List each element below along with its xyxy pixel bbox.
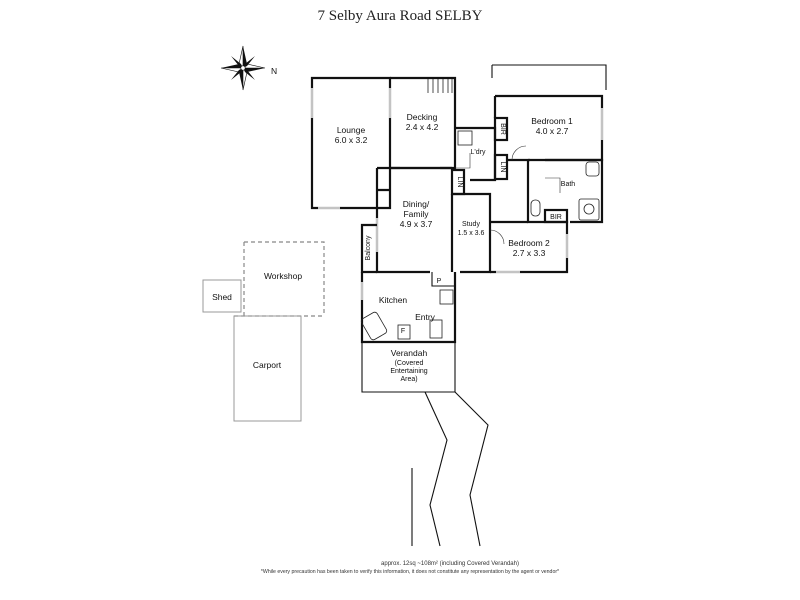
fridge-label: F (401, 328, 405, 335)
entry-label: Entry (415, 312, 436, 322)
room-laundry: L'dry (455, 126, 497, 182)
room-carport: Carport (233, 315, 302, 422)
verandah-label-line2: (Covered (395, 360, 424, 367)
bath-label: Bath (561, 181, 576, 188)
driveway-path (411, 391, 489, 547)
shed-label: Shed (212, 292, 232, 302)
room-study: Study 1.5 x 3.6 (452, 192, 492, 274)
bedroom2-label: Bedroom 2 (508, 238, 550, 248)
room-dining-family: Dining/ Family 4.9 x 3.7 (375, 166, 454, 274)
lin1-label: LIN (499, 162, 506, 173)
decking-label: Decking (407, 112, 438, 122)
bedroom1-label: Bedroom 1 (531, 116, 573, 126)
bedroom2-size: 2.7 x 3.3 (513, 248, 546, 258)
room-bir-1: BIR (493, 116, 509, 142)
dining-size: 4.9 x 3.7 (400, 219, 433, 229)
carport-label: Carport (253, 360, 282, 370)
room-lin-2: LIN (450, 168, 466, 196)
lin2-label: LIN (456, 177, 463, 188)
lounge-size: 6.0 x 3.2 (335, 135, 368, 145)
room-bedroom-2: Bedroom 2 2.7 x 3.3 (489, 220, 569, 274)
lounge-label: Lounge (337, 125, 366, 135)
room-kitchen: P Kitchen F Entry (360, 272, 457, 344)
area-note: approx. 12sq ~108m² (including Covered V… (381, 561, 519, 567)
room-verandah: Verandah (Covered Entertaining Area) (361, 342, 456, 393)
study-size: 1.5 x 3.6 (458, 230, 485, 237)
bir1-label: BIR (499, 123, 506, 135)
compass-rose-icon (220, 45, 266, 91)
verandah-label-line1: Verandah (391, 348, 428, 358)
pantry-label: P (437, 278, 442, 285)
verandah-label-line3: Entertaining (390, 368, 427, 375)
room-lounge: Lounge 6.0 x 3.2 (310, 76, 392, 210)
disclaimer-note: *While every precaution has been taken t… (261, 569, 559, 575)
bedroom1-size: 4.0 x 2.7 (536, 126, 569, 136)
room-lin-1: LIN (493, 153, 509, 181)
room-bath: Bath (526, 158, 604, 224)
dining-label-line1: Dining/ (403, 199, 430, 209)
room-balcony: Balcony (360, 223, 377, 274)
verandah-label-line4: Area) (400, 376, 417, 383)
compass-north-label: N (271, 66, 277, 76)
upper-decking-steps (427, 64, 607, 93)
room-bedroom-1: Bedroom 1 4.0 x 2.7 (493, 94, 604, 162)
workshop-label: Workshop (264, 271, 302, 281)
room-shed: Shed (202, 279, 242, 313)
laundry-label: L'dry (471, 149, 486, 156)
page-title: 7 Selby Aura Road SELBY (318, 8, 483, 24)
bir2-label: BIR (550, 214, 562, 221)
dining-label-line2: Family (403, 209, 429, 219)
room-workshop: Workshop (234, 241, 325, 317)
decking-size: 2.4 x 4.2 (406, 122, 439, 132)
study-label: Study (462, 221, 480, 228)
room-decking: Decking 2.4 x 4.2 (390, 76, 457, 170)
balcony-label: Balcony (365, 235, 372, 260)
kitchen-label: Kitchen (379, 295, 408, 305)
room-bir-2: BIR (543, 208, 569, 224)
